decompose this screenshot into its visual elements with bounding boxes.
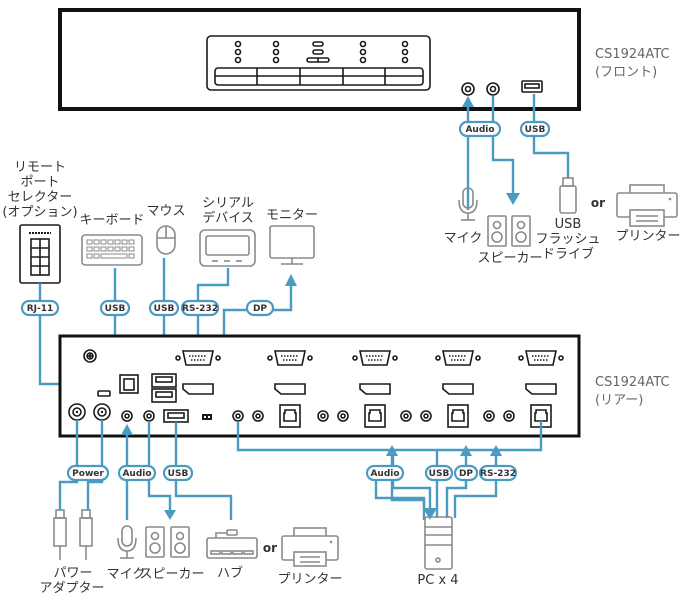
- monitor-label: モニター: [266, 208, 318, 223]
- console-mic-jack: [121, 410, 133, 422]
- rs232-tag: RS-232: [182, 304, 218, 314]
- port-led-group: [234, 40, 409, 64]
- power-tag: Power: [72, 469, 104, 479]
- kvm-port-block-3: [400, 404, 469, 428]
- rear-printer-icon: [281, 527, 339, 567]
- kvm-dp-port-4: [525, 383, 557, 395]
- pc-audio-tag: Audio: [370, 469, 399, 479]
- kvm-dp-port-1: [274, 383, 306, 395]
- rj11-tag: RJ-11: [27, 304, 54, 314]
- front-usb-port: [521, 80, 543, 93]
- front-model-label: CS1924ATC: [595, 47, 670, 62]
- usb-flash-label-2: フラッシュ: [535, 232, 600, 247]
- kvm-dp-port-2: [359, 383, 391, 395]
- power-adapter-plug-1-icon: [53, 509, 67, 560]
- rear-bottom-cabling: Power Audio USB Audio USB DP RS-232: [58, 420, 543, 520]
- mouse-label: マウス: [146, 204, 185, 219]
- dp-tag: DP: [253, 304, 267, 314]
- kvm-rs232-port-3: [435, 350, 481, 366]
- remote-label-1: リモート: [14, 160, 66, 175]
- rear-usb-tag: USB: [168, 469, 189, 479]
- dip-switch: [202, 414, 212, 420]
- rear-mic-icon: [117, 525, 137, 559]
- usb-flash-label-3: ドライブ: [542, 246, 594, 262]
- serial-label-1: シリアル: [202, 196, 254, 211]
- rear-printer-label: プリンター: [277, 572, 342, 587]
- kvm-rs232-port-2: [352, 350, 398, 366]
- front-audio-tag: Audio: [465, 125, 494, 135]
- mouse-usb-tag: USB: [154, 304, 175, 314]
- rear-model-label: CS1924ATC: [595, 375, 670, 390]
- kvm-port-block-2: [317, 404, 386, 428]
- rear-or-label: or: [263, 541, 277, 555]
- kvm-dp-port-3: [442, 383, 474, 395]
- mini-usb-port: [97, 390, 111, 397]
- front-or-label: or: [591, 196, 605, 210]
- pc-label: PC x 4: [417, 573, 458, 588]
- keyboard-usb-tag: USB: [105, 304, 126, 314]
- pc-rs232-tag: RS-232: [480, 469, 516, 479]
- remote-label-2: ポート: [20, 175, 59, 190]
- hub-label: ハブ: [217, 565, 243, 581]
- rear-panel: [58, 334, 581, 438]
- front-port-button-bay: [206, 35, 431, 91]
- speaker-icon: [487, 215, 531, 247]
- pc-dp-tag: DP: [459, 469, 473, 479]
- front-speaker-label: スピーカー: [477, 251, 542, 266]
- console-rs232-port: [175, 350, 221, 366]
- front-mic-label: マイク: [444, 231, 483, 246]
- front-cabling: Audio USB: [458, 94, 570, 210]
- rear-speaker-label: スピーカー: [139, 567, 204, 582]
- monitor-icon: [269, 225, 315, 265]
- rear-side-label: (リアー): [595, 393, 643, 408]
- kvm-rs232-port-4: [518, 350, 564, 366]
- power-adapter-plug-2-icon: [79, 509, 93, 560]
- mouse-icon: [156, 225, 176, 255]
- console-usb-ports: [151, 373, 177, 403]
- usb-flash-label-1: USB: [555, 217, 582, 232]
- power-adapter-label-2: アダプター: [39, 581, 104, 596]
- serial-device-icon: [199, 229, 256, 267]
- remote-port-selector-icon: [19, 224, 61, 284]
- ground-screw-icon: [83, 349, 97, 363]
- remote-label-3: セレクター: [8, 190, 72, 205]
- serial-label-2: デバイス: [202, 210, 254, 226]
- keyboard-label: キーボード: [79, 213, 144, 228]
- mic-icon: [458, 187, 478, 221]
- front-side-label: (フロント): [595, 65, 657, 80]
- usb-flash-drive-icon: [559, 177, 577, 214]
- rear-audio-tag: Audio: [122, 469, 151, 479]
- front-usb-tag: USB: [525, 125, 546, 135]
- usb-hub-icon: [206, 529, 258, 559]
- rear-mic-label: マイク: [107, 567, 146, 582]
- console-dp-port: [182, 383, 214, 395]
- keyboard-icon: [81, 234, 143, 266]
- front-panel: [58, 8, 581, 111]
- kvm-rs232-port-1: [267, 350, 313, 366]
- front-printer-label: プリンター: [615, 229, 680, 244]
- front-audio-jack-mic: [461, 82, 475, 96]
- rj11-port: [119, 374, 139, 394]
- power-adapter-label-1: パワー: [53, 566, 92, 581]
- rear-speaker-icon: [145, 526, 190, 558]
- remote-label-4: (オプション): [2, 205, 77, 220]
- pc-usb-tag: USB: [429, 469, 450, 479]
- front-audio-jack-speaker: [486, 82, 500, 96]
- printer-icon: [616, 184, 678, 227]
- pc-tower-icon: [424, 516, 453, 570]
